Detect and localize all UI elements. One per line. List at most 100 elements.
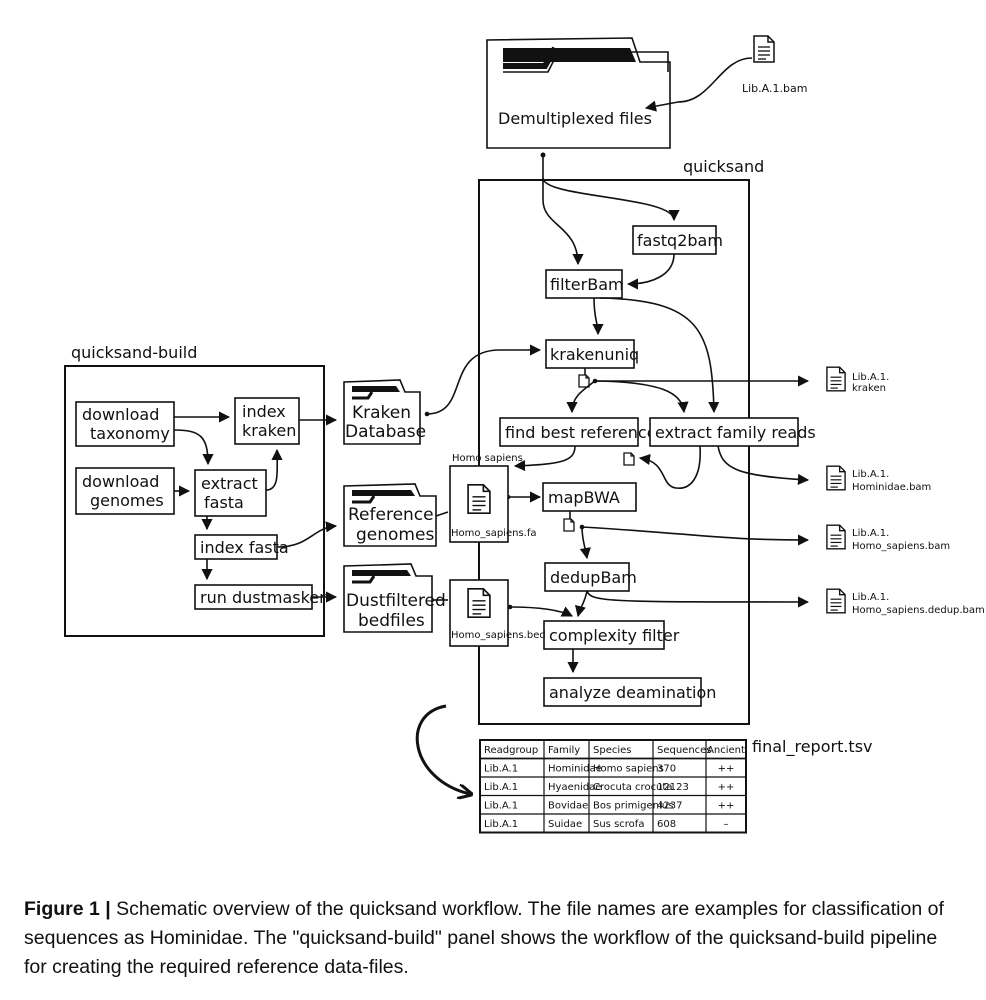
dustfiltered-bedfiles-folder: Dustfiltered bedfiles: [343, 563, 446, 633]
table-cell: Suidae: [548, 819, 582, 830]
table-cell: Lib.A.1: [484, 819, 518, 830]
fasta-file-icon: [467, 483, 491, 515]
quicksand-build-panel: [64, 365, 325, 637]
table-cell: Crocuta crocuta: [593, 782, 672, 793]
table-cell: Sus scrofa: [593, 819, 644, 830]
find-best-reference-node: [499, 417, 639, 447]
table-cell: Lib.A.1: [484, 764, 518, 775]
dedupbam-label: dedupBam: [550, 568, 637, 587]
workflow-diagram: Demultiplexed files Lib.A.1.bam quicksan…: [64, 35, 985, 834]
out-hominidae-line2: Hominidae.bam: [852, 482, 931, 493]
quicksand-panel: [478, 179, 750, 725]
download-genomes-node: [75, 467, 175, 515]
kraken-db-line1: Kraken: [352, 403, 411, 423]
fastq2bam-label: fastq2bam: [637, 231, 723, 250]
homo-fa-label: Homo_sapiens.fa: [451, 528, 537, 539]
table-cell: ++: [718, 764, 735, 775]
table-cell: Hominidae: [548, 764, 602, 775]
table-cell: Bos primigenius: [593, 801, 673, 812]
krakenuniq-node: [545, 339, 635, 369]
extract-family-reads-label: extract family reads: [655, 423, 816, 442]
reference-genomes-line1: Reference: [348, 505, 434, 525]
table-cell: 4237: [657, 801, 682, 812]
table-cell: 370: [657, 764, 676, 775]
table-header-cell: Species: [593, 745, 632, 756]
table-header-cell: Readgroup: [484, 745, 538, 756]
download-taxonomy-line1: download: [82, 405, 159, 424]
table-cell: ++: [718, 801, 735, 812]
out-hominidae-line1: Lib.A.1.: [852, 469, 889, 480]
out-kraken-line2: kraken: [852, 383, 886, 394]
table-cell: ++: [718, 782, 735, 793]
input-file-label: Lib.A.1.bam: [742, 82, 807, 95]
download-genomes-line1: download: [82, 472, 159, 491]
kraken-database-folder: Kraken Database: [343, 379, 426, 445]
extract-fasta-line2: fasta: [204, 493, 244, 512]
homo-sapiens-output-icon: [826, 524, 846, 550]
out-homo-line1: Lib.A.1.: [852, 528, 889, 539]
index-fasta-node: [194, 534, 278, 560]
reference-genomes-folder: Reference genomes: [343, 483, 437, 547]
mapbwa-node: [542, 482, 637, 512]
out-homo-line2: Homo_sapiens.bam: [852, 541, 950, 552]
final-report-label: final_report.tsv: [752, 737, 873, 757]
figure-caption: Figure 1 | Schematic overview of the qui…: [24, 898, 944, 978]
bed-file-icon: [467, 587, 491, 619]
homo-sapiens-label: Homo sapiens: [452, 453, 523, 464]
dustfiltered-line2: bedfiles: [358, 611, 425, 631]
kraken-output-icon: [826, 366, 846, 392]
download-taxonomy-line2: taxonomy: [90, 424, 170, 443]
index-fasta-label: index fasta: [200, 538, 289, 557]
index-kraken-node: [234, 397, 300, 445]
table-cell: Hyaenidae: [548, 782, 601, 793]
quicksand-title: quicksand: [683, 157, 764, 176]
table-cell: 608: [657, 819, 676, 830]
caption-text: Schematic overview of the quicksand work…: [24, 898, 944, 978]
table-cell: Lib.A.1: [484, 782, 518, 793]
table-cell: Homo sapiens: [593, 764, 664, 775]
mapbwa-label: mapBWA: [548, 488, 620, 507]
table-cell: Bovidae: [548, 801, 588, 812]
final-report-table: Readgroup Family Species SequencesAncientLi…: [479, 739, 747, 834]
table-cell: Lib.A.1: [484, 801, 518, 812]
out-dedup-line2: Homo_sapiens.dedup.bam: [852, 605, 985, 616]
analyze-deamination-node: [543, 677, 702, 707]
hominidae-output-icon: [826, 465, 846, 491]
complexity-filter-node: [543, 620, 665, 650]
filterbam-node: [545, 269, 623, 299]
kraken-db-line2: Database: [345, 422, 426, 442]
table-header-cell: Ancient: [707, 745, 745, 756]
extract-fasta-node: [194, 469, 267, 517]
file-icon: [753, 35, 775, 63]
kraken-file-icon: [578, 374, 590, 388]
demultiplexed-folder: Demultiplexed files: [486, 37, 671, 149]
table-header-cell: Sequences: [657, 745, 712, 756]
index-kraken-line1: index: [242, 402, 286, 421]
quicksand-build-title: quicksand-build: [71, 343, 197, 362]
homo-bed-label: Homo_sapiens.bed: [451, 630, 546, 641]
family-reads-file-icon: [623, 452, 635, 466]
reference-genomes-line2: genomes: [356, 525, 434, 545]
table-header-cell: Family: [548, 745, 580, 756]
run-dustmasker-label: run dustmasker: [200, 588, 326, 607]
out-kraken-line1: Lib.A.1.: [852, 372, 889, 383]
complexity-filter-label: complexity filter: [549, 626, 680, 645]
index-kraken-line2: kraken: [242, 421, 296, 440]
extract-fasta-line1: extract: [201, 474, 258, 493]
demultiplexed-files-label: Demultiplexed files: [498, 109, 652, 128]
find-best-reference-label: find best reference: [505, 423, 657, 442]
caption-label: Figure 1: [24, 898, 100, 920]
filterbam-label: filterBam: [550, 275, 624, 294]
dedup-output-icon: [826, 588, 846, 614]
analyze-deamination-label: analyze deamination: [549, 683, 716, 702]
out-dedup-line1: Lib.A.1.: [852, 592, 889, 603]
download-genomes-line2: genomes: [90, 491, 164, 510]
run-dustmasker-node: [194, 584, 313, 610]
dustfiltered-line1: Dustfiltered: [346, 591, 446, 611]
table-cell: 12123: [657, 782, 689, 793]
homo-bam-file-icon: [563, 518, 575, 532]
extract-family-reads-node: [649, 417, 799, 447]
download-taxonomy-node: [75, 401, 175, 447]
table-frame: [479, 739, 747, 834]
dedupbam-node: [544, 562, 630, 592]
